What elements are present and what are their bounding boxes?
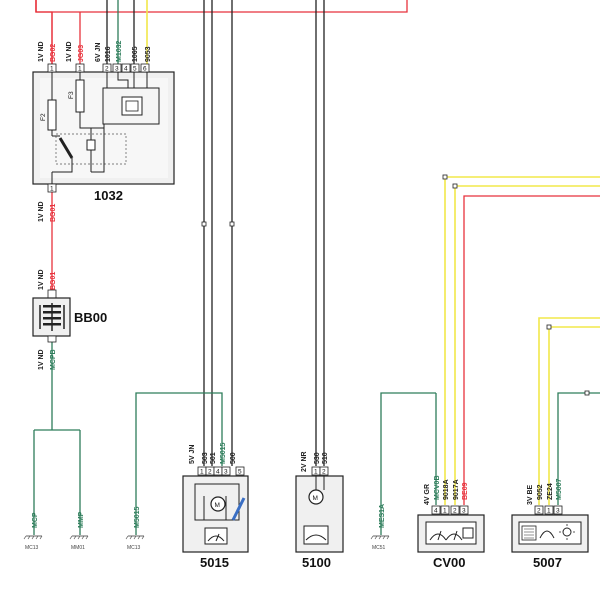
wire-label-bg02: BG02 <box>50 44 57 62</box>
pin: 2 <box>453 508 457 515</box>
wire-ze24 <box>548 326 600 505</box>
component-label-5015: 5015 <box>200 555 229 570</box>
wire-label-500: 500 <box>230 452 237 464</box>
component-cv00: 4 1 2 3 <box>417 505 485 553</box>
ground-code: MC13 <box>127 545 141 551</box>
connector-label: 1V ND <box>66 41 73 62</box>
motor-symbol: M <box>313 495 318 502</box>
pin: 4 <box>124 66 128 73</box>
wire-label-mmp: MMP <box>78 511 85 528</box>
connector-label: 1V ND <box>38 269 45 290</box>
pin: 1 <box>200 469 204 476</box>
fuse-label-f2: F2 <box>40 113 47 121</box>
pin: 1 <box>443 508 447 515</box>
wire-label-9053: 9053 <box>145 46 152 62</box>
wire-label-9018a: 9018A <box>443 479 450 500</box>
wire-label-bg01: BG01 <box>50 204 57 222</box>
pin: 3 <box>115 66 119 73</box>
component-bb00 <box>32 289 71 343</box>
wire-label-9017a: 9017A <box>453 479 460 500</box>
component-label-5007: 5007 <box>533 555 562 570</box>
pin: 1 <box>78 66 82 73</box>
connector-label: 5V JN <box>189 445 196 464</box>
wire-label-530: 530 <box>314 452 321 464</box>
pin: 2 <box>105 66 109 73</box>
wire-label-mcpb: MCPB <box>50 349 57 370</box>
connector-label: 1V ND <box>38 201 45 222</box>
component-5015: 1 2 4 3 5 M <box>182 466 249 553</box>
wire-label-ze24: ZE24 <box>547 483 554 500</box>
wire-be09 <box>463 195 600 505</box>
pin: 1 <box>547 508 551 515</box>
wire-mes1a <box>380 392 436 535</box>
motor-symbol: M <box>215 502 220 509</box>
component-label-1032: 1032 <box>94 188 123 203</box>
component-5100: 1 2 M <box>295 466 344 553</box>
connector-label: 6V JN <box>95 43 102 62</box>
component-label-cv00: CV00 <box>433 555 466 570</box>
wire-label-1016: 1016 <box>105 46 112 62</box>
wire-label-503: 503 <box>202 452 209 464</box>
connector-label: 2V NR <box>301 451 308 472</box>
wire-9052 <box>538 317 600 505</box>
pin: 2 <box>322 469 326 476</box>
ground-mmp: MMP MM01 <box>69 511 89 551</box>
connector-label: 1V ND <box>38 349 45 370</box>
pin: 4 <box>216 469 220 476</box>
pin: 5 <box>238 469 242 476</box>
pin: 3 <box>224 469 228 476</box>
pin: 6 <box>143 66 147 73</box>
wire-label-1065: 1065 <box>132 46 139 62</box>
wire-label-m5015: M5015 <box>220 442 227 464</box>
wire-label-m5007: M5007 <box>556 478 563 500</box>
wire-m5007 <box>557 392 600 505</box>
wire-label-m5015: M5015 <box>134 506 141 528</box>
wire-label-mcp: MCP <box>32 512 39 528</box>
connector-label: 3V BE <box>527 484 534 505</box>
pin: 2 <box>537 508 541 515</box>
wire-mcpb <box>33 338 81 535</box>
ground-mes1a: MES1A MC51 <box>370 504 390 551</box>
component-label-5100: 5100 <box>302 555 331 570</box>
wire-label-m1032: M1032 <box>116 40 123 62</box>
connector-label: 4V GR <box>424 484 431 505</box>
wire-label-501: 501 <box>210 452 217 464</box>
connector-label: 1V ND <box>38 41 45 62</box>
wire-label-mcv0b: MCV0B <box>434 475 441 500</box>
ground-code: MC13 <box>25 545 39 551</box>
wire-label-mes1a: MES1A <box>379 504 386 528</box>
pin: 1 <box>50 66 54 73</box>
pin: 4 <box>434 508 438 515</box>
wire-label-9052: 9052 <box>537 484 544 500</box>
wire-9018a <box>444 176 600 505</box>
pin: 1 <box>314 469 318 476</box>
wire-label-be09: BE09 <box>462 482 469 500</box>
component-5007: 2 1 3 <box>511 505 589 553</box>
component-label-bb00: BB00 <box>74 310 107 325</box>
pin: 3 <box>462 508 466 515</box>
ground-code: MM01 <box>71 545 85 551</box>
ground-code: MC51 <box>372 545 386 551</box>
wire-red-frame <box>35 0 408 13</box>
fuse-label-f3: F3 <box>68 91 75 99</box>
pin: 5 <box>133 66 137 73</box>
wire-label-jg03: JG03 <box>78 45 85 62</box>
pin: 2 <box>208 469 212 476</box>
wire-label-bg01: BG01 <box>50 272 57 290</box>
ground-mcp: MCP MC13 <box>23 512 43 551</box>
wire-m5015-ground <box>135 392 223 535</box>
pin: 3 <box>556 508 560 515</box>
wire-9017a <box>454 185 600 505</box>
ground-m5015: M5015 MC13 <box>125 506 145 551</box>
component-1032: 1 1 2 3 4 5 6 F2 F3 1 <box>32 63 175 193</box>
wire-label-510: 510 <box>322 452 329 464</box>
pin: 1 <box>50 186 54 193</box>
